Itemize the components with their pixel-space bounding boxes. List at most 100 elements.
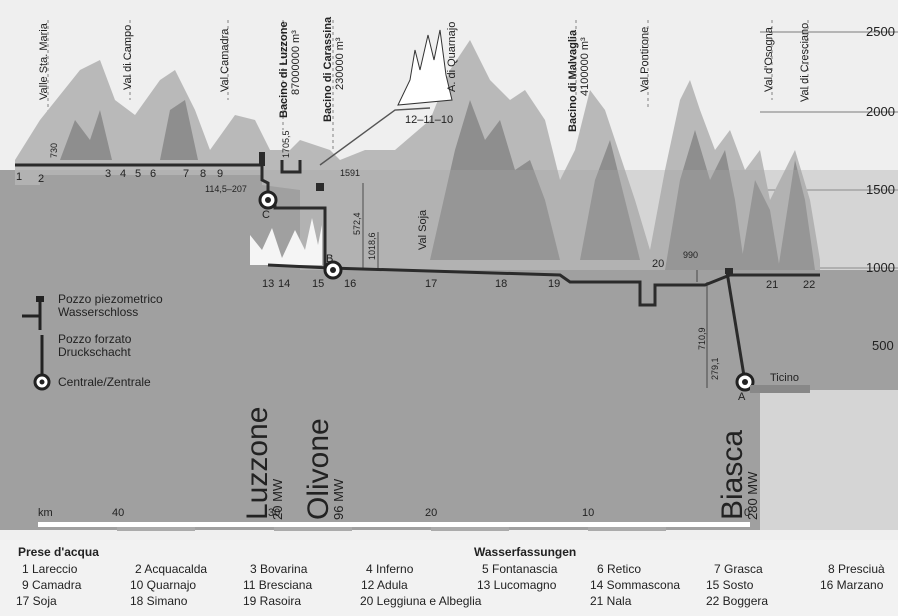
ticino-water	[750, 385, 810, 393]
intake-item: 5 Fontanascia	[482, 562, 558, 576]
dim-7109: 710,9	[697, 327, 707, 350]
legend-surge-label: Pozzo piezometrico Wasserschloss	[58, 292, 163, 319]
valley-label-cresciano: Val di Cresciano	[799, 23, 811, 102]
intake-3: 3	[105, 168, 111, 180]
scale-10: 10	[582, 507, 594, 519]
scale-40: 40	[112, 507, 124, 519]
reservoir-carassina-volume: 230000 m³	[334, 37, 346, 90]
station-a	[735, 372, 755, 392]
snow-patch	[250, 218, 322, 265]
intake-14: 14	[278, 278, 290, 290]
plant-olivone-name: Olivone	[302, 418, 335, 520]
intake-item: 2 Acquacalda	[135, 562, 208, 576]
intake-16: 16	[344, 278, 356, 290]
intake-17: 17	[425, 278, 437, 290]
intake-21: 21	[766, 279, 778, 291]
intake-item: 7 Grasca	[714, 562, 763, 576]
scale-unit: km	[38, 507, 53, 519]
intake-item: 19 Rasoira	[243, 594, 302, 608]
reservoir-luzzone-volume: 87000000 m³	[290, 30, 302, 95]
intake-item: 6 Retico	[597, 562, 642, 576]
dim-1145: 114,5–207	[205, 184, 247, 194]
intake-13: 13	[262, 278, 274, 290]
intake-item: 12 Adula	[361, 578, 408, 592]
intake-item: 16 Marzano	[820, 578, 884, 592]
intake-item: 11 Bresciana	[243, 578, 313, 592]
intake-19: 19	[548, 278, 560, 290]
intake-heading-it: Prese d'acqua	[18, 545, 99, 559]
mountains-dark	[60, 100, 815, 270]
intake-4: 4	[120, 168, 126, 180]
plant-luzzone-power: 20 MW	[270, 478, 285, 520]
plant-olivone-power: 96 MW	[331, 478, 346, 520]
intake-item: 1 Lareccio	[22, 562, 78, 576]
station-c	[258, 190, 278, 210]
station-c-letter: C	[262, 209, 270, 221]
plant-luzzone-name: Luzzone	[241, 407, 274, 520]
reservoir-malvaglia-volume: 4100000 m³	[579, 37, 591, 96]
intake-quarnajo-group: 12–11–10	[405, 114, 453, 126]
dim-1705: 1705,5	[281, 130, 291, 158]
legend-plant-label: Centrale/Zentrale	[58, 375, 151, 389]
intake-5: 5	[135, 168, 141, 180]
river-label: Ticino	[770, 372, 799, 384]
intake-22: 22	[803, 279, 815, 291]
intake-item: 15 Sosto	[706, 578, 754, 592]
intake-item: 14 Sommascona	[590, 578, 681, 592]
intake-9: 9	[217, 168, 223, 180]
elev-2000: 2000	[866, 104, 895, 119]
intake-item: 22 Boggera	[706, 594, 769, 608]
plant-biasca-power: 280 MW	[745, 471, 760, 520]
ground	[0, 170, 898, 530]
intake-item: 20 Leggiuna e Albeglia	[360, 594, 482, 608]
dim-2791: 279,1	[710, 357, 720, 380]
valley-label-quarnajo: A. di Quarnajo	[446, 22, 458, 92]
intake-15: 15	[312, 278, 324, 290]
intake-20: 20	[652, 258, 664, 270]
plant-biasca-name: Biasca	[716, 430, 749, 520]
intake-item: 4 Inferno	[366, 562, 414, 576]
intake-18: 18	[495, 278, 507, 290]
intake-legend: Prese d'acqua Wasserfassungen 1 Lareccio…	[0, 540, 898, 616]
legend-plant-symbol	[33, 373, 51, 391]
dim-1591: 1591	[340, 168, 360, 178]
dim-10186: 1018,6	[367, 232, 377, 260]
legend-surge-symbol	[22, 302, 42, 330]
elev-1500: 1500	[866, 182, 895, 197]
valley-label-osogna: Val d'Osogna	[763, 26, 775, 92]
legend-surge-cap	[36, 296, 44, 302]
station-b	[323, 260, 343, 280]
valley-label-campo: Val di Campo	[122, 25, 134, 90]
valley-label-camadra: Val Camadra	[219, 28, 231, 92]
intake-item: 21 Nala	[590, 594, 632, 608]
intake-6: 6	[150, 168, 156, 180]
dim-990: 990	[683, 250, 698, 260]
carassina-link	[319, 107, 431, 166]
reservoir-luzzone-name: Bacino di Luzzone	[278, 21, 290, 118]
scale-30: 30	[268, 507, 280, 519]
dimension-lines	[362, 183, 708, 388]
intake-item: 9 Camadra	[22, 578, 82, 592]
station-b-letter: B	[326, 253, 333, 265]
elev-1000: 1000	[866, 260, 895, 275]
scale-20: 20	[425, 507, 437, 519]
intake-item: 17 Soja	[16, 594, 57, 608]
valley-label-pontirone: Val Pontirone	[639, 27, 651, 92]
intake-item: 3 Bovarina	[250, 562, 308, 576]
intake-7: 7	[183, 168, 189, 180]
intake-2: 2	[38, 173, 44, 185]
dim-730: 730	[49, 143, 59, 158]
valley-label-sta-maria: Valle Sta. Maria	[38, 22, 50, 100]
intake-1: 1	[16, 171, 22, 183]
scale-bar	[38, 522, 750, 531]
scale-0: 0	[744, 507, 750, 519]
intake-8: 8	[200, 168, 206, 180]
intake-item: 13 Lucomagno	[477, 578, 557, 592]
reservoir-carassina-name: Bacino di Carassina	[322, 16, 334, 122]
valley-markers	[47, 20, 809, 150]
intake-item: 10 Quarnajo	[130, 578, 197, 592]
dim-5724: 572,4	[352, 212, 362, 235]
gallery-luzzone	[280, 160, 302, 174]
